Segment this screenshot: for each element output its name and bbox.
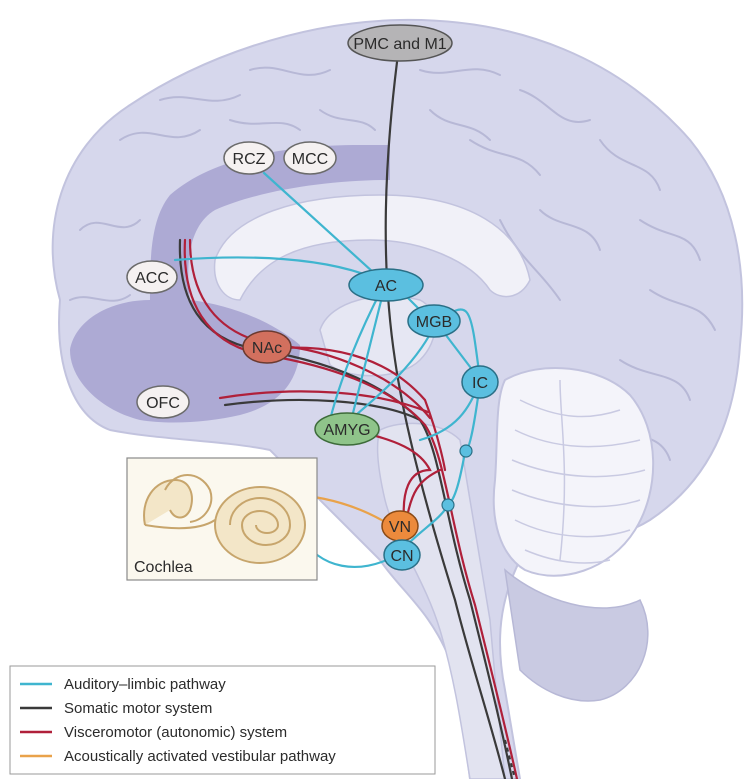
node-pmc: PMC and M1 [348, 25, 452, 61]
node-ofc: OFC [137, 386, 189, 418]
node-amyg-label: AMYG [323, 422, 370, 439]
node-rcz-label: RCZ [233, 151, 266, 168]
node-vn: VN [382, 511, 418, 541]
legend-item: Acoustically activated vestibular pathwa… [20, 748, 336, 765]
node-mcc-label: MCC [292, 151, 328, 168]
lower-cerebellum [505, 570, 648, 701]
legend-label-visceromotor: Visceromotor (autonomic) system [64, 724, 287, 741]
cochlea-label: Cochlea [134, 559, 193, 576]
cerebellum [494, 368, 653, 576]
node-acc-label: ACC [135, 270, 169, 287]
node-rcz: RCZ [224, 142, 274, 174]
node-ac-label: AC [375, 278, 397, 295]
node-mgb-label: MGB [416, 314, 452, 331]
node-cn-label: CN [390, 548, 413, 565]
node-mgb: MGB [408, 305, 460, 337]
node-nac: NAc [243, 331, 291, 363]
node-ac: AC [349, 269, 423, 301]
legend-label-auditory: Auditory–limbic pathway [64, 676, 226, 693]
node-cn: CN [384, 540, 420, 570]
node-nac-label: NAc [252, 340, 282, 357]
node-ofc-label: OFC [146, 395, 180, 412]
legend-label-vestibular: Acoustically activated vestibular pathwa… [64, 748, 336, 765]
node-ic: IC [462, 366, 498, 398]
legend-label-somatic: Somatic motor system [64, 700, 212, 717]
node-acc: ACC [127, 261, 177, 293]
node-mcc: MCC [284, 142, 336, 174]
node-amyg: AMYG [315, 413, 379, 445]
cochlea-inset: Cochlea [127, 458, 317, 580]
node-vn-label: VN [389, 519, 411, 536]
legend: Auditory–limbic pathway Somatic motor sy… [10, 666, 435, 774]
node-ic-label: IC [472, 375, 488, 392]
node-pmc-label: PMC and M1 [353, 36, 446, 53]
